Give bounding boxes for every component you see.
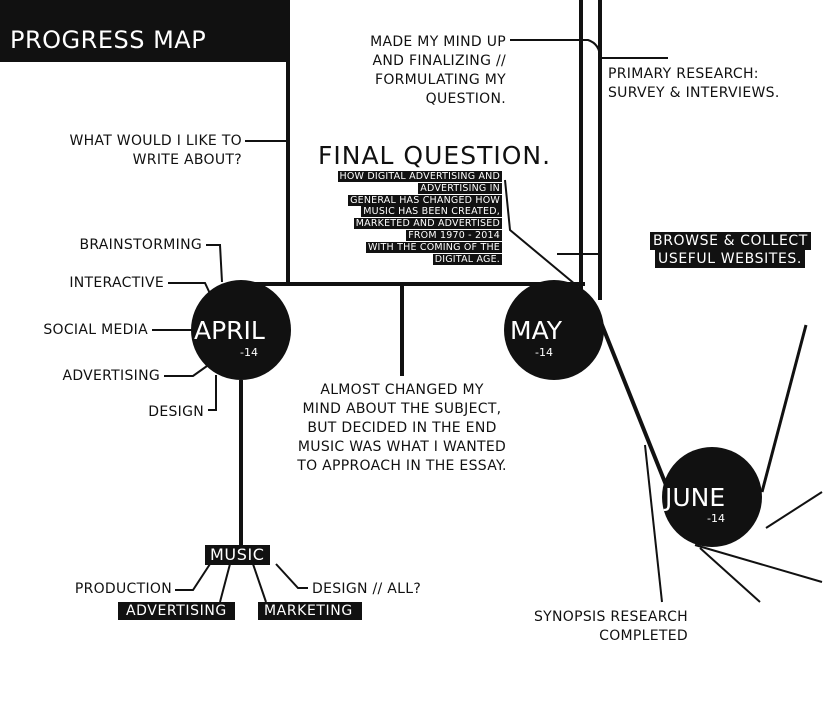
brainstorming-connector (206, 244, 223, 283)
primary-research-note: PRIMARY RESEARCH: SURVEY & INTERVIEWS. (608, 65, 780, 103)
advertising-label: ADVERTISING (62, 368, 160, 384)
synopsis-connector (644, 444, 663, 603)
final-question-line: FROM 1970 - 2014 (406, 229, 502, 241)
note-line: SYNOPSIS RESEARCH (533, 609, 688, 625)
interactive-label: INTERACTIVE (69, 275, 164, 291)
note-line: ALMOST CHANGED MY (320, 382, 484, 398)
browse-note-line-1: BROWSE & COLLECT (650, 232, 811, 250)
made-mind-connector (510, 39, 601, 59)
music-advertising-label: ADVERTISING (118, 602, 235, 620)
final-question-body: HOW DIGITAL ADVERTISING AND ADVERTISING … (336, 171, 502, 265)
title-block: PROGRESS MAP (0, 0, 288, 62)
production-connector (175, 563, 211, 591)
may-to-june-line (598, 319, 674, 501)
what-write-note: WHAT WOULD I LIKE TO WRITE ABOUT? (60, 132, 242, 170)
design-all-connector (275, 563, 308, 589)
note-line: MIND ABOUT THE SUBJECT, (302, 401, 502, 417)
final-question-line: MARKETED AND ADVERTISED (353, 218, 502, 230)
june-ray-3 (694, 544, 823, 583)
final-question-line: GENERAL HAS CHANGED HOW (348, 194, 502, 206)
note-line: AND FINALIZING // (372, 53, 506, 69)
page-title: PROGRESS MAP (10, 26, 207, 54)
final-question-line: MUSIC HAS BEEN CREATED, (361, 206, 502, 218)
june-ray-1 (760, 324, 808, 493)
note-line: MUSIC WAS WHAT I WANTED (297, 439, 507, 455)
advertising-connector (164, 365, 208, 377)
music-marketing-connector (252, 563, 267, 603)
synopsis-note: SYNOPSIS RESEARCH COMPLETED (510, 608, 688, 646)
made-mind-note: MADE MY MIND UP AND FINALIZING // FORMUL… (330, 33, 506, 109)
note-line: FORMULATING MY (374, 72, 506, 88)
final-question-line: WITH THE COMING OF THE (365, 241, 502, 253)
final-question-line: DIGITAL AGE. (432, 253, 502, 265)
june-label: JUNE (665, 483, 726, 512)
browse-note-line-2: USEFUL WEBSITES. (655, 250, 805, 268)
note-line: COMPLETED (599, 628, 688, 644)
music-advertising-connector (219, 563, 231, 603)
april-year: -14 (240, 346, 258, 359)
music-marketing-label: MARKETING (258, 602, 362, 620)
design-label: DESIGN (148, 404, 204, 420)
note-line: BUT DECIDED IN THE END (307, 420, 497, 436)
social-media-label: SOCIAL MEDIA (43, 322, 148, 338)
note-line: QUESTION. (425, 91, 506, 107)
note-line: SURVEY & INTERVIEWS. (608, 85, 780, 101)
note-line: TO APPROACH IN THE ESSAY. (297, 458, 507, 474)
may-circle (504, 280, 604, 380)
final-question-line: HOW DIGITAL ADVERTISING AND (337, 171, 502, 182)
april-label: APRIL (194, 316, 265, 345)
final-question-line: ADVERTISING IN (418, 182, 502, 194)
april-circle (191, 280, 291, 380)
june-ray-2 (765, 491, 823, 529)
june-year: -14 (707, 512, 725, 525)
note-line: WHAT WOULD I LIKE TO (69, 133, 242, 149)
note-line: PRIMARY RESEARCH: (608, 66, 759, 82)
production-label: PRODUCTION (74, 581, 172, 597)
june-circle (662, 447, 762, 547)
note-line: MADE MY MIND UP (370, 34, 506, 50)
note-line: WRITE ABOUT? (132, 152, 242, 168)
may-year: -14 (535, 346, 553, 359)
almost-changed-note: ALMOST CHANGED MY MIND ABOUT THE SUBJECT… (286, 381, 518, 476)
final-question-title: FINAL QUESTION. (318, 141, 552, 170)
design-connector (208, 375, 217, 411)
music-label: MUSIC (205, 545, 270, 565)
final-question-connector (504, 179, 583, 291)
design-all-label: DESIGN // ALL? (312, 581, 422, 597)
may-label: MAY (510, 316, 563, 345)
brainstorming-label: BRAINSTORMING (79, 237, 202, 253)
june-ray-4 (699, 547, 761, 603)
